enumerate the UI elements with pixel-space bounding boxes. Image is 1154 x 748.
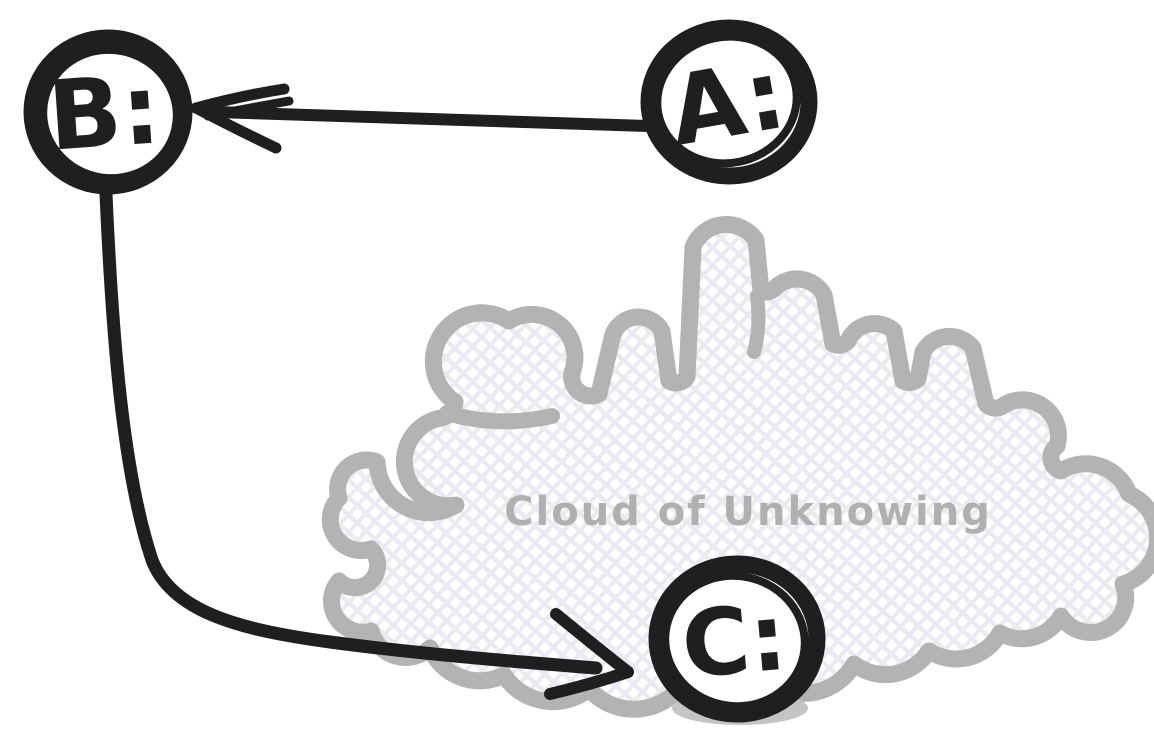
node-b-circle — [23, 29, 193, 195]
node-b-circle-sketch — [39, 45, 181, 183]
cloud-label: Cloud of Unknowing — [504, 489, 992, 535]
node-c: C: — [648, 555, 826, 725]
edge-b-to-c-curve — [99, 187, 603, 675]
node-b-label: B: — [45, 53, 164, 173]
cloud-sketch-stroke — [747, 289, 766, 359]
node-a: A: — [640, 19, 818, 185]
edge-a-to-b-line — [210, 106, 654, 132]
node-a-circle — [640, 19, 818, 185]
edge-b-to-c — [99, 187, 634, 700]
node-b: B: — [23, 29, 193, 195]
arrowhead-a-to-b-lower-barb — [190, 102, 282, 154]
edge-a-to-b — [190, 83, 654, 154]
node-a-circle-sketch — [653, 32, 801, 168]
node-c-label: C: — [678, 584, 791, 700]
arrowhead-b-to-c-upper-barb — [550, 608, 634, 678]
arrowhead-b-to-c-lower-barb — [544, 666, 634, 700]
cloud: Cloud of Unknowing — [330, 224, 1154, 709]
node-c-circle-sketch — [661, 571, 809, 711]
arrowhead-a-to-b-upper-barb — [190, 83, 290, 114]
node-c-circle — [648, 555, 826, 723]
node-a-label: A: — [661, 38, 793, 168]
cloud-sketch-stroke — [439, 405, 560, 430]
